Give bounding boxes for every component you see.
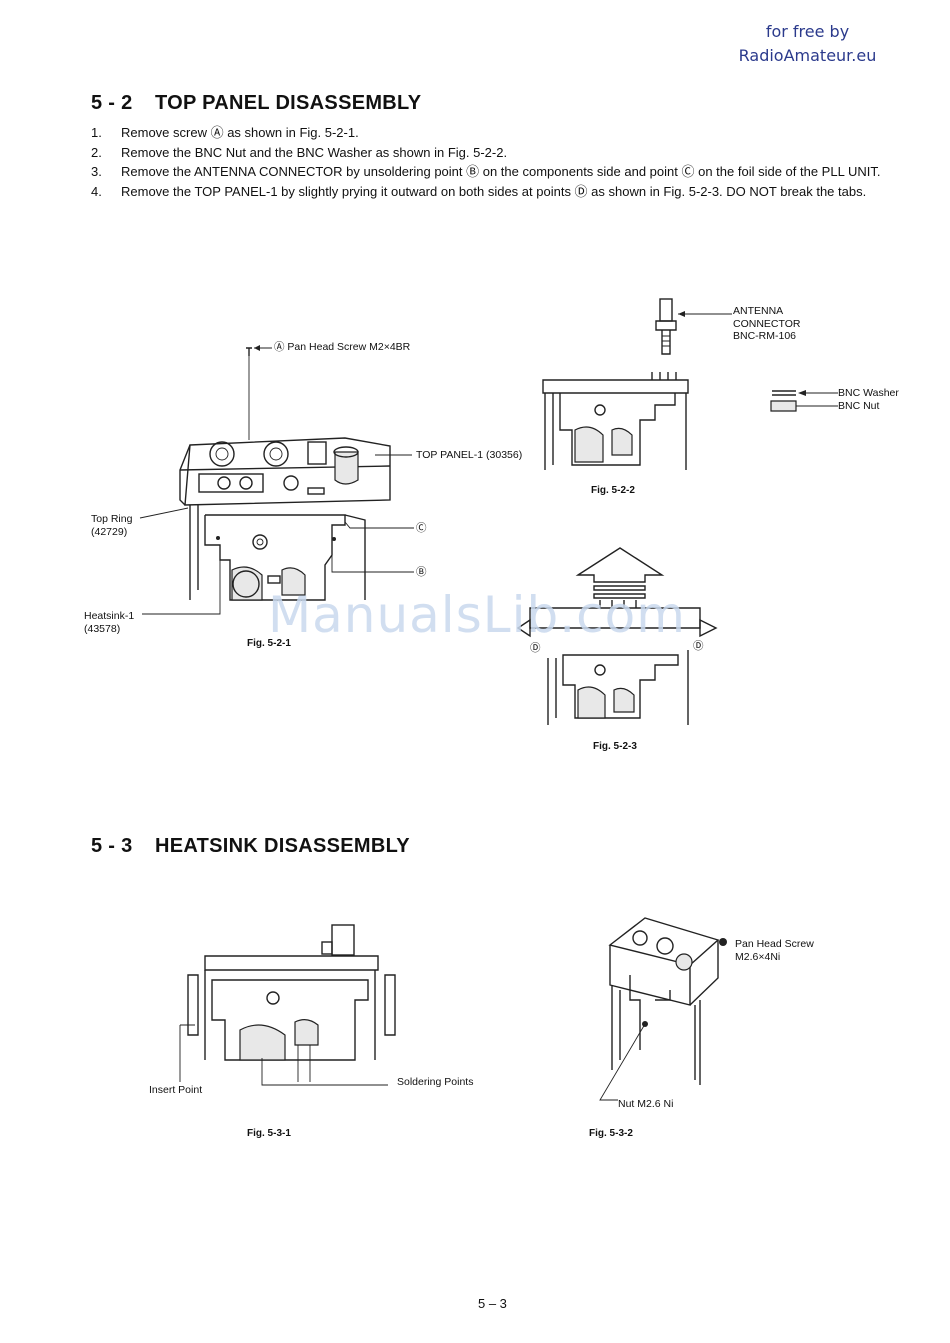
label-pan-head-screw-m26: Pan Head Screw M2.6×4Ni	[735, 938, 814, 963]
source-watermark: for free by RadioAmateur.eu	[720, 20, 895, 68]
section-5-3-title: HEATSINK DISASSEMBLY	[155, 835, 410, 857]
fig-5-2-2-drawing	[542, 298, 838, 470]
label-soldering-points: Soldering Points	[397, 1076, 474, 1088]
step-item: 1. Remove screw Ⓐ as shown in Fig. 5-2-1.	[91, 123, 903, 143]
caption-fig-5-3-1: Fig. 5-3-1	[247, 1128, 291, 1139]
step-number: 4.	[91, 183, 102, 199]
label-antenna-line1: ANTENNA	[733, 305, 784, 317]
label-top-ring: Top Ring (42729)	[91, 513, 132, 538]
source-watermark-line2: RadioAmateur.eu	[738, 46, 877, 65]
label-antenna-line3: BNC-RM-106	[733, 330, 797, 342]
fig-5-2-3-drawing	[516, 547, 718, 725]
step-text: Remove the BNC Nut and the BNC Washer as…	[121, 144, 508, 160]
step-number: 3.	[91, 164, 102, 179]
label-antenna-connector: ANTENNA CONNECTOR BNC-RM-106	[733, 305, 800, 343]
manualslib-watermark: ManualsLib.com	[268, 586, 686, 644]
label-bnc-washer: BNC Washer	[838, 387, 899, 399]
label-nut-m26: Nut M2.6 Ni	[618, 1098, 674, 1110]
label-antenna-line2: CONNECTOR	[733, 317, 801, 330]
step-text: Remove screw Ⓐ as shown in Fig. 5-2-1.	[121, 125, 359, 140]
section-5-3-number: 5 - 3	[91, 835, 133, 857]
label-heatsink-1: Heatsink-1 (43578)	[84, 610, 134, 635]
label-top-ring-code: (42729)	[91, 525, 128, 538]
label-pan-head-screw-a: Ⓐ Pan Head Screw M2×4BR	[274, 341, 411, 353]
label-point-c: Ⓒ	[416, 522, 427, 534]
fig-5-3-2-drawing	[599, 917, 727, 1101]
section-5-2-heading: 5 - 2 TOP PANEL DISASSEMBLY	[91, 92, 421, 115]
source-watermark-line1: for free by	[765, 22, 850, 41]
label-bnc-nut: BNC Nut	[838, 400, 880, 412]
label-heatsink-code: (43578)	[84, 622, 121, 635]
label-insert-point: Insert Point	[149, 1084, 203, 1096]
page-number: 5 – 3	[478, 1296, 507, 1311]
label-screw-line1: Pan Head Screw	[735, 938, 814, 950]
section-5-3-heading: 5 - 3 HEATSINK DISASSEMBLY	[91, 835, 410, 858]
caption-fig-5-2-2: Fig. 5-2-2	[591, 485, 635, 496]
fig-5-2-1-drawing	[139, 345, 414, 615]
section-5-2-title: TOP PANEL DISASSEMBLY	[155, 92, 422, 114]
label-top-panel-1: TOP PANEL-1 (30356)	[416, 449, 523, 461]
step-item: 3. Remove the ANTENNA CONNECTOR by unsold…	[91, 162, 903, 182]
caption-fig-5-2-3: Fig. 5-2-3	[593, 741, 637, 752]
step-item: 2. Remove the BNC Nut and the BNC Washer …	[91, 143, 903, 163]
step-text: Remove the TOP PANEL-1 by slightly pryin…	[121, 183, 867, 199]
step-text: Remove the ANTENNA CONNECTOR by unsolder…	[121, 164, 881, 179]
caption-fig-5-3-2: Fig. 5-3-2	[589, 1128, 633, 1139]
label-heatsink-name: Heatsink-1	[84, 610, 135, 622]
disassembly-steps: 1. Remove screw Ⓐ as shown in Fig. 5-2-1.…	[91, 123, 903, 201]
label-point-d-left: Ⓓ	[530, 642, 541, 654]
step-number: 1.	[91, 125, 102, 140]
label-top-ring-name: Top Ring	[91, 513, 133, 525]
fig-5-3-1-drawing	[179, 924, 396, 1086]
label-point-d-right: Ⓓ	[693, 640, 704, 652]
step-item: 4. Remove the TOP PANEL-1 by slightly pry…	[91, 182, 903, 202]
label-screw-line2: M2.6×4Ni	[735, 950, 781, 963]
label-point-b: Ⓑ	[416, 566, 427, 578]
section-5-2-number: 5 - 2	[91, 92, 133, 114]
caption-fig-5-2-1: Fig. 5-2-1	[247, 638, 291, 649]
step-number: 2.	[91, 144, 102, 160]
